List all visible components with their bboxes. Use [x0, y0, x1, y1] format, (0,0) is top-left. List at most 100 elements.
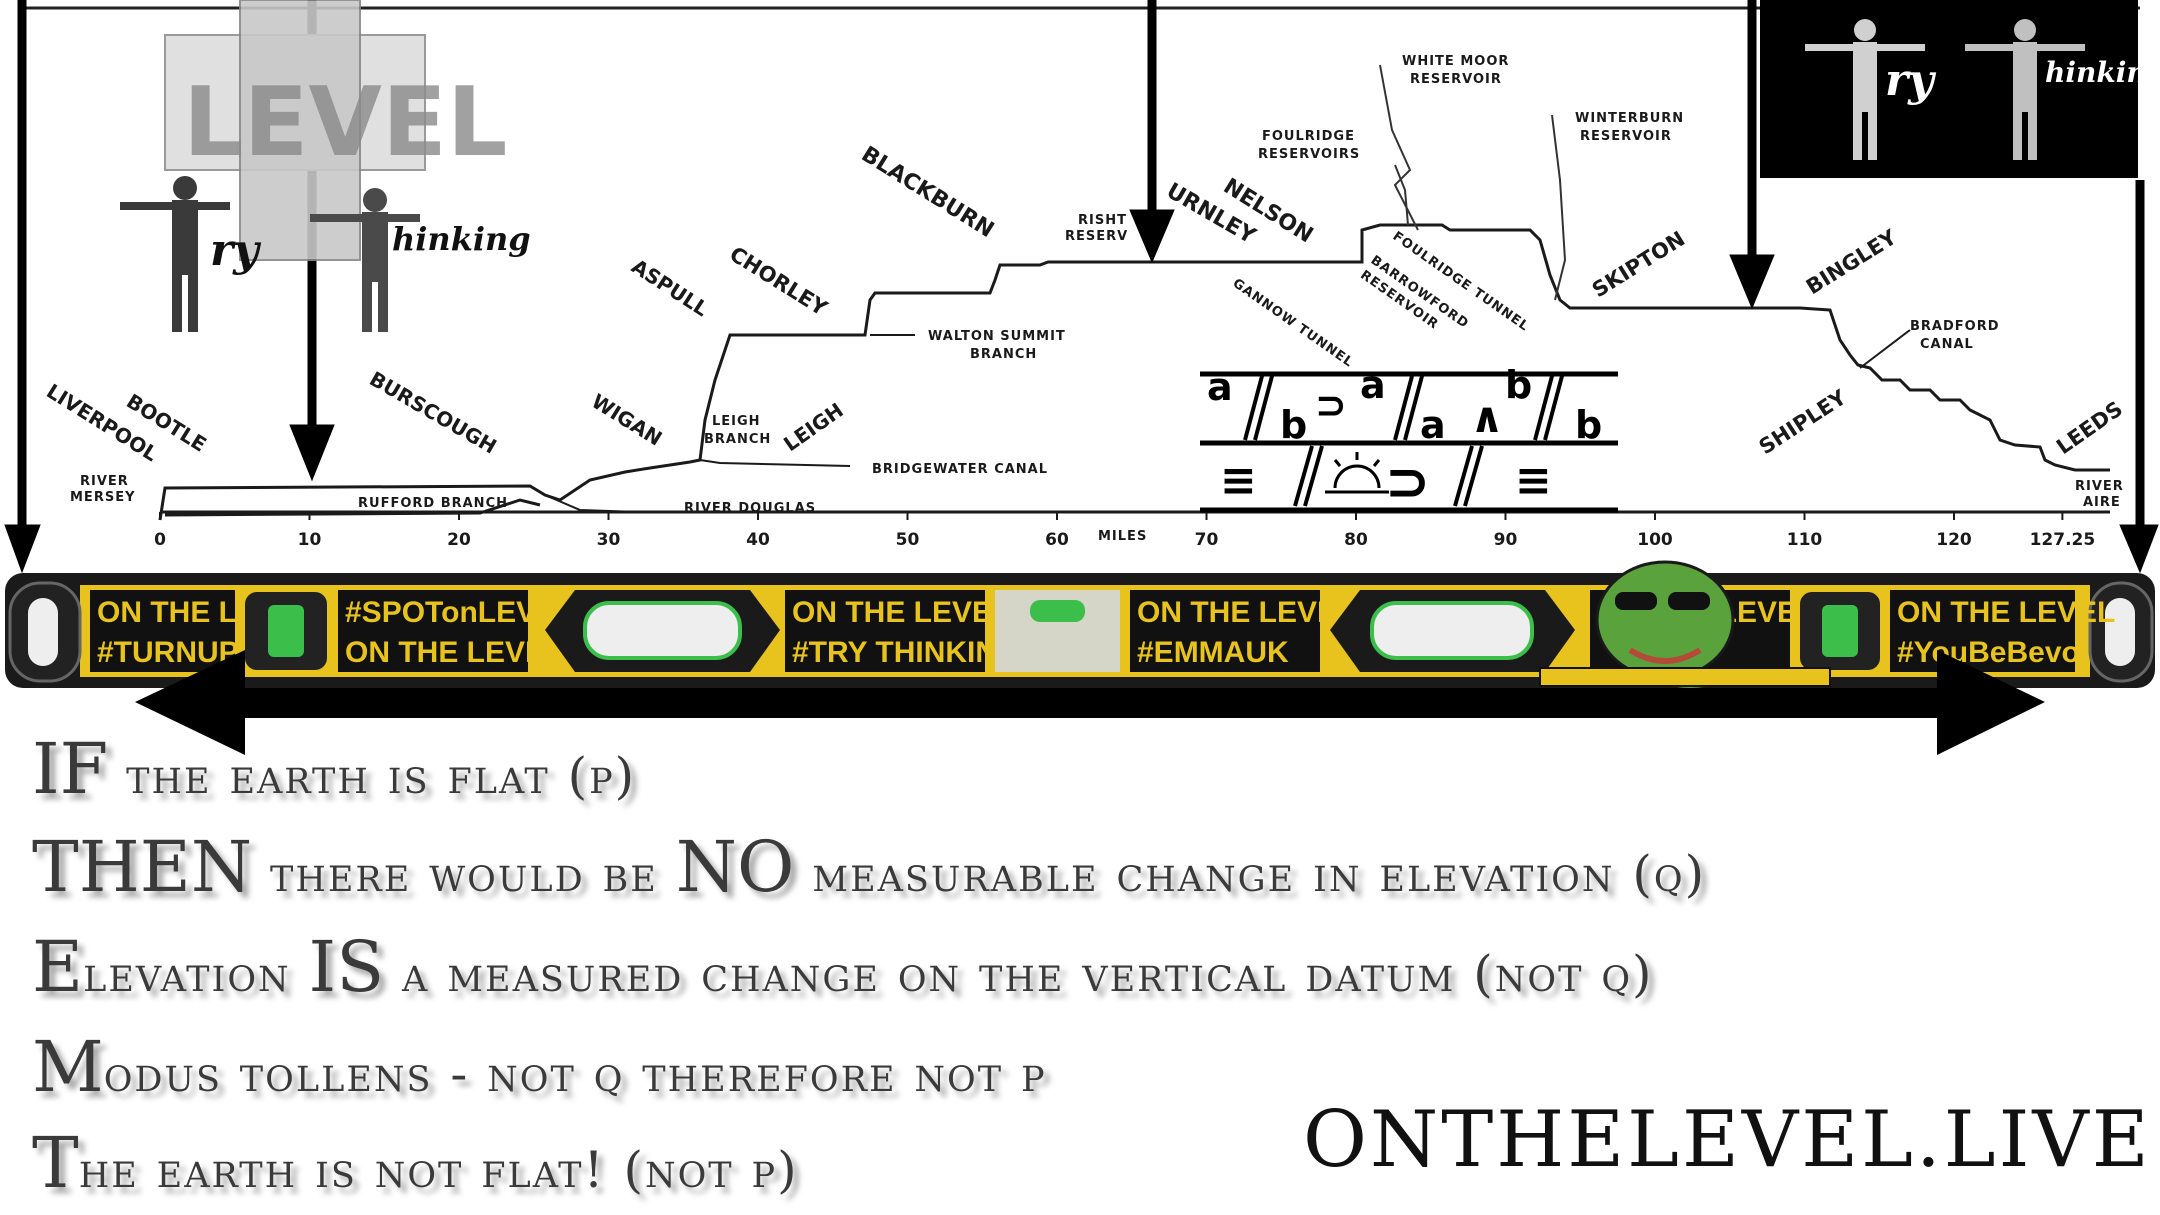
down-arrow-left-head [4, 524, 41, 574]
logic-and: ∧ [1470, 393, 1504, 442]
spirit-level: ON THE LEVEL #TURNUP #SPOTonLEVEL ON THE… [5, 573, 2155, 688]
end-cap-right-hole [2105, 598, 2135, 666]
label-bridgewater-canal: BRIDGEWATER CANAL [872, 462, 1048, 477]
sticker-6 [1890, 590, 2075, 672]
argument-line-3: Elevation IS a measured change on the ve… [32, 926, 1654, 1008]
label-chorley: CHORLEY [725, 242, 832, 321]
down-arrow-10mi-head [289, 424, 335, 482]
sticker-4-bottom: #EMMAUK [1137, 636, 1289, 669]
axis-tick-label: 70 [1195, 530, 1219, 550]
vial-center [1030, 600, 1085, 622]
handle-right [1370, 601, 1534, 660]
argument-line-2: THEN there would be NO measurable change… [32, 826, 1706, 908]
level-logo: LEVEL ry hinking [120, 0, 531, 332]
figure-left [120, 176, 230, 332]
label-leigh: LEIGH [779, 398, 848, 456]
axis-tick-label: 80 [1344, 530, 1368, 550]
end-cap-left-hole [28, 598, 58, 666]
try-text: ry [210, 225, 262, 276]
axis-tick-label: 100 [1637, 530, 1673, 550]
try-thinking-bg [1760, 0, 2138, 178]
bridgewater-canal-line [699, 459, 851, 467]
sticker-1-bottom: #TURNUP [97, 636, 239, 669]
argument-line-1-rest: the earth is flat (p) [108, 747, 637, 805]
label-leeds: LEEDS [2052, 397, 2127, 459]
sunrise-icon [1325, 452, 1389, 494]
level-logo-text: LEVEL [183, 68, 507, 178]
sticker-2 [338, 590, 528, 672]
argument-line-1-big: IF [32, 728, 109, 810]
argument-line-5: The earth is not flat! (not p) [32, 1122, 799, 1204]
axis-tick-label: 120 [1936, 530, 1972, 550]
sticker-3-top: ON THE LEVEL [792, 596, 1010, 629]
winterburn-feed [1551, 114, 1567, 301]
bradford-canal-line [1859, 329, 1911, 369]
logic-b1: b [1280, 403, 1307, 447]
handle-left [583, 601, 742, 660]
logic-equiv-left: ≡ [1220, 455, 1257, 506]
label-rufford-branch: RUFFORD BRANCH [358, 496, 508, 511]
sticker-3-bottom: #TRY THINKING [792, 636, 1020, 669]
label-gannow-tunnel: GANNOW TUNNEL [1230, 276, 1356, 371]
argument-line-2-rest: measurable change in elevation (q) [794, 845, 1707, 903]
double-arrow-right-head [1937, 650, 2045, 755]
axis-unit-label: MILES [1098, 529, 1147, 544]
sticker-6-top: ON THE LEVEL [1897, 596, 2115, 629]
axis-tick-label: 110 [1787, 530, 1823, 550]
sticker-3 [785, 590, 985, 672]
argument-line-2-big1: THEN [32, 826, 253, 908]
website-url[interactable]: ONTHELEVEL.LIVE [1303, 1095, 2152, 1185]
argument-line-2-mid: there would be [252, 845, 676, 903]
label-wigan: WIGAN [587, 389, 666, 451]
axis-tick-label: 127.25 [2030, 530, 2096, 550]
down-arrow-right-head [2119, 524, 2159, 574]
double-arrow-shaft [200, 688, 1960, 718]
frog-mini-level [1539, 667, 1831, 687]
figure-right [310, 188, 420, 332]
argument-line-2-big2: NO [675, 826, 795, 908]
sticker-2-bottom: ON THE LEVEL [345, 636, 563, 669]
sticker-2-top: #SPOTonLEVEL [345, 596, 574, 629]
axis-tick-label: 60 [1045, 530, 1069, 550]
tt-try-text: ry [1885, 55, 1937, 106]
logic-symbol: a b ⊃ a a ∧ b b ≡ ⊃ ≡ [1200, 363, 1618, 513]
tt-figure-left [1805, 19, 1925, 160]
logic-a3: a [1420, 403, 1446, 447]
sticker-4-top: ON THE LEVEL [1137, 596, 1355, 629]
elevation-profile [158, 223, 2110, 521]
argument-line-4-rest: odus tollens - not q therefore not p [103, 1045, 1047, 1103]
axis-tick-label: 0 [154, 530, 166, 550]
sticker-6-bottom: #YouBeBevo [1897, 636, 2080, 669]
label-skipton: SKIPTON [1588, 227, 1689, 303]
foulridge-feed [1394, 164, 1409, 226]
argument-line-1: IF the earth is flat (p) [32, 728, 636, 810]
logic-equiv-right: ≡ [1515, 455, 1552, 506]
try-thinking-logo: ry hinking [1760, 0, 2160, 178]
logic-implies: ⊃ [1315, 383, 1347, 427]
argument-line-5-big: T [32, 1122, 79, 1204]
thinking-text: hinking [392, 220, 531, 258]
label-burscough: BURSCOUGH [366, 367, 501, 459]
axis-tick-label: 40 [746, 530, 770, 550]
argument-line-4-big: M [32, 1026, 104, 1108]
axis-tick-label: 10 [298, 530, 322, 550]
argument-line-3-big1: E [32, 926, 84, 1008]
argument-line-3-rest: a measured change on the vertical datum … [384, 945, 1654, 1003]
label-bingley: BINGLEY [1802, 225, 1902, 300]
sticker-4 [1130, 590, 1320, 672]
axis-tick-label: 20 [447, 530, 471, 550]
argument-line-5-rest: he earth is not flat! (not p) [78, 1141, 799, 1199]
axis-tick-label: 30 [597, 530, 621, 550]
down-arrow-summit-head [1129, 209, 1175, 264]
argument-line-3-big2: IS [308, 926, 385, 1008]
down-arrow-skipton-head [1729, 254, 1775, 310]
logic-slashes [1243, 375, 1564, 507]
label-river-douglas: RIVER DOUGLAS [684, 501, 816, 516]
logic-implies-2: ⊃ [1385, 450, 1430, 513]
